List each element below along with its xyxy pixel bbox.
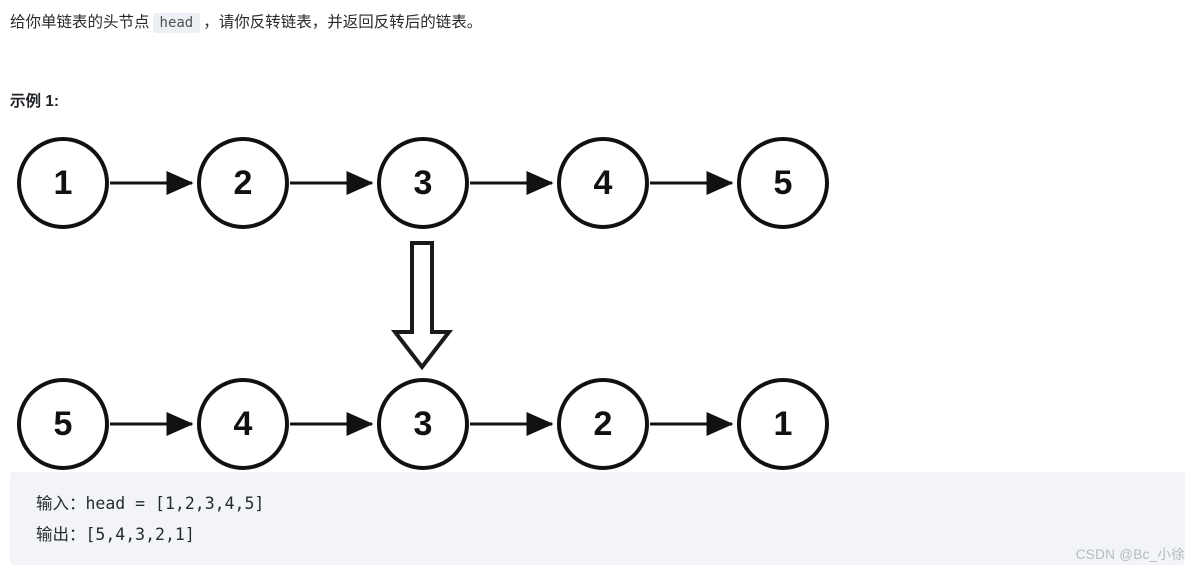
list-node: 2: [197, 137, 289, 229]
problem-text-after: ，请你反转链表，并返回反转后的链表。: [203, 14, 483, 31]
reversed-list-group: 5 4 3 2 1: [17, 378, 829, 470]
node-value: 4: [234, 405, 253, 443]
list-node: 5: [737, 137, 829, 229]
original-list-nodes: 1 2 3 4 5: [17, 137, 829, 229]
original-list-group: 1 2 3 4 5: [17, 137, 829, 229]
node-value: 2: [234, 164, 253, 202]
example-heading: 示例 1:: [10, 93, 60, 110]
reversed-list-nodes: 5 4 3 2 1: [17, 378, 829, 470]
node-value: 5: [54, 405, 73, 443]
list-node: 5: [17, 378, 109, 470]
io-output-line: 输出：[5,4,3,2,1]: [36, 525, 195, 544]
io-code-block: 输入：head = [1,2,3,4,5] 输出：[5,4,3,2,1]: [10, 472, 1185, 565]
list-node: 3: [377, 378, 469, 470]
list-node: 2: [557, 378, 649, 470]
node-value: 4: [594, 164, 613, 202]
list-node: 4: [557, 137, 649, 229]
problem-text-before: 给你单链表的头节点: [10, 14, 150, 31]
list-node: 4: [197, 378, 289, 470]
node-value: 3: [414, 405, 433, 443]
linked-list-diagram: 1 2 3 4 5: [0, 120, 900, 480]
node-value: 3: [414, 164, 433, 202]
down-block-arrow-icon: [390, 241, 454, 371]
csdn-watermark: CSDN @Bc_小徐: [1075, 547, 1185, 562]
list-node: 3: [377, 137, 469, 229]
list-node: 1: [17, 137, 109, 229]
list-node: 1: [737, 378, 829, 470]
node-value: 1: [54, 164, 73, 202]
node-value: 5: [774, 164, 793, 202]
node-value: 1: [774, 405, 793, 443]
io-input-line: 输入：head = [1,2,3,4,5]: [36, 494, 265, 513]
inline-code-head: head: [152, 13, 201, 33]
node-value: 2: [594, 405, 613, 443]
